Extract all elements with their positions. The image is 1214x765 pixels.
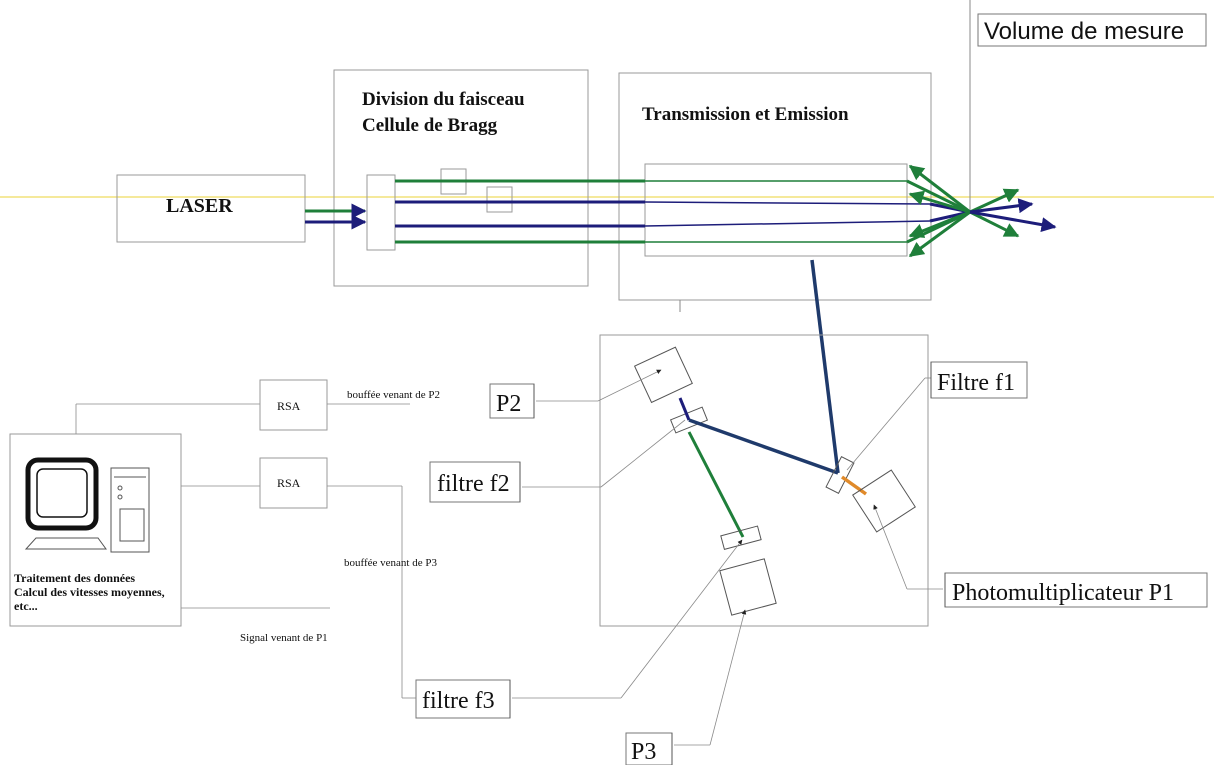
f1-label-box [930,361,1028,399]
p3-label-box [625,732,673,765]
f3-label: filtre f3 [422,688,495,714]
filter-f3 [720,525,762,551]
signal-p1-label: Signal venant de P1 [240,632,328,644]
bouffee-p3-label: bouffée venant de P3 [344,557,437,569]
beam-blue-bottom-inside [644,220,931,227]
tower-led-2 [117,494,123,500]
p2-label-box [489,383,535,419]
beam-to-f2 [688,418,839,475]
receiver-box [599,334,929,627]
computer-box [9,433,182,627]
volume-label-box [977,13,1207,47]
backscatter-green-2 [908,190,971,214]
transmission-title: Transmission et Emission [642,104,849,125]
laser-label: LASER [166,195,233,217]
forward-green-1 [969,188,1020,214]
rsa-top-box [259,379,328,431]
division-title-line1: Division du faisceau [362,89,525,110]
traitement-line3: etc... [14,599,38,613]
f2-label-box [429,461,521,503]
f3-label-box [415,679,511,719]
detector-p1 [852,469,916,533]
f2-label: filtre f2 [437,471,510,497]
tower-bay [119,508,145,542]
f1-to-p1-beam [840,475,868,496]
beam-f2-to-f3 [687,431,745,538]
traitement-line1: Traitement des données [14,571,135,585]
f1-label: Filtre f1 [937,370,1015,396]
p2-short-beam [678,397,691,421]
laser-box [116,174,306,243]
f2-pointer-diag [600,419,686,488]
tower-led-1 [117,485,123,491]
backscatter-green-3 [908,210,971,238]
computer-keyboard [24,537,107,550]
volume-label: Volume de mesure [984,18,1184,45]
p1-label-box [944,572,1208,608]
p3-pointer-diag [709,609,747,746]
rsa-bottom-label: RSA [277,476,301,490]
division-box [333,69,589,287]
beam-green-converge-top [906,179,971,214]
transmission-box [618,72,932,301]
p2-pointer-diag [597,369,662,402]
p1-label: Photomultiplicateur P1 [952,580,1174,606]
computer-tower [110,467,150,553]
p1-pointer-diag [873,504,908,590]
p3-label: P3 [631,739,656,765]
forward-green-2 [969,210,1020,238]
frequency-shifter-2 [486,186,513,213]
bouffee-p2-label: bouffée venant de P2 [347,389,440,401]
filter-f1 [825,456,855,494]
forward-blue-2 [969,210,1057,233]
rsa-top-label: RSA [277,399,301,413]
detector-p2 [633,346,693,404]
division-title-line2: Cellule de Bragg [362,115,498,136]
f1-pointer [846,377,926,471]
collected-beam [810,259,840,474]
traitement-line2: Calcul des vitesses moyennes, [14,585,165,599]
forward-blue-1 [969,198,1034,214]
backscatter-green-1 [908,164,971,214]
backscatter-green-4 [908,210,971,258]
f3-pointer-diag [620,539,743,699]
bragg-cell [366,174,396,251]
rsa-bottom-box [259,457,328,509]
beam-blue-top-inside [644,201,931,205]
p2-label: P2 [496,391,521,417]
transmission-optics [644,163,908,257]
computer-screen-inner [36,468,88,518]
detector-p3 [719,558,777,616]
